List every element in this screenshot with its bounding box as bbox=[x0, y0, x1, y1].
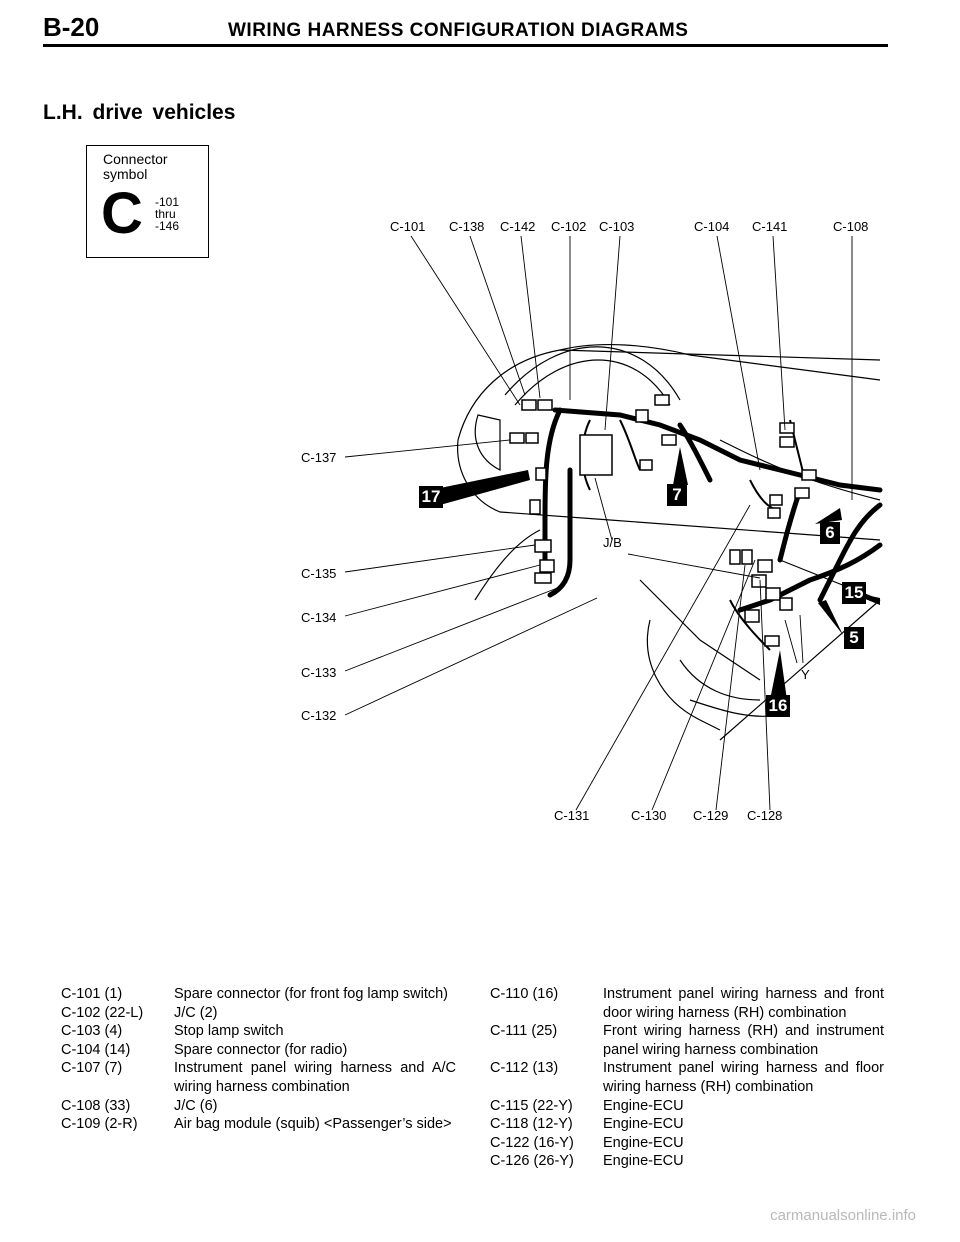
legend-row: C-108 (33) J/C (6) bbox=[61, 1097, 456, 1116]
label-c108: C-108 bbox=[833, 219, 869, 234]
label-c133: C-133 bbox=[301, 665, 337, 680]
legend-code: C-109 (2-R) bbox=[61, 1116, 138, 1133]
label-c129: C-129 bbox=[693, 808, 729, 823]
connector-symbol-letter: C bbox=[101, 181, 143, 246]
section-heading: L.H. drive vehicles bbox=[43, 101, 236, 124]
label-c142: C-142 bbox=[500, 219, 536, 234]
legend-code: C-126 (26-Y) bbox=[490, 1153, 574, 1170]
legend-left-column: C-101 (1) Spare connector (for front fog … bbox=[61, 985, 456, 1134]
label-c138: C-138 bbox=[449, 219, 485, 234]
page-title: WIRING HARNESS CONFIGURATION DIAGRAMS bbox=[228, 20, 689, 41]
legend-right-column: C-110 (16) Instrument panel wiring harnes… bbox=[490, 985, 884, 1171]
harness-bundles bbox=[542, 407, 883, 613]
range-start: -101 bbox=[155, 195, 180, 209]
legend-row: C-118 (12-Y) Engine-ECU bbox=[490, 1115, 884, 1134]
legend-description: Stop lamp switch bbox=[174, 1023, 284, 1040]
page-number: B-20 bbox=[43, 12, 100, 42]
legend-code: C-111 (25) bbox=[490, 1023, 558, 1040]
legend-code: C-104 (14) bbox=[61, 1041, 131, 1058]
label-c135: C-135 bbox=[301, 566, 337, 581]
legend-code: C-122 (16-Y) bbox=[490, 1134, 574, 1151]
marker-16: 16 bbox=[766, 695, 790, 717]
label-c102: C-102 bbox=[551, 219, 587, 234]
connector-symbol-box: Connector symbol C -101 thru -146 bbox=[86, 145, 209, 258]
range-thru: thru bbox=[155, 207, 176, 221]
legend-code: C-102 (22-L) bbox=[61, 1004, 144, 1021]
legend-row: C-115 (22-Y) Engine-ECU bbox=[490, 1097, 884, 1116]
legend-code: C-118 (12-Y) bbox=[490, 1116, 573, 1133]
connector-symbol-range: -101 thru -146 bbox=[155, 196, 179, 232]
legend-row: C-101 (1) Spare connector (for front fog … bbox=[61, 985, 456, 1004]
legend-description: Air bag module (squib) <Passenger’s side… bbox=[174, 1116, 452, 1133]
label-c130: C-130 bbox=[631, 808, 667, 823]
label-c101: C-101 bbox=[390, 219, 426, 234]
wiring-harness-diagram bbox=[344, 235, 883, 811]
label-c103: C-103 bbox=[599, 219, 635, 234]
label-c128: C-128 bbox=[747, 808, 783, 823]
marker-6: 6 bbox=[820, 522, 840, 544]
legend-row: C-111 (25) Front wiring harness (RH) and … bbox=[490, 1022, 884, 1059]
marker-5: 5 bbox=[844, 627, 864, 649]
legend-row: C-104 (14) Spare connector (for radio) bbox=[61, 1041, 456, 1060]
legend-description: J/C (2) bbox=[174, 1004, 218, 1021]
legend-row: C-112 (13) Instrument panel wiring harnes… bbox=[490, 1059, 884, 1096]
legend-description: Spare connector (for radio) bbox=[174, 1041, 348, 1058]
legend-description: Instrument panel wiring harness and A/C … bbox=[174, 1060, 456, 1095]
label-c141: C-141 bbox=[752, 219, 788, 234]
watermark: carmanualsonline.info bbox=[770, 1207, 916, 1224]
label-jb: J/B bbox=[603, 535, 622, 550]
leader-lines bbox=[344, 235, 853, 811]
dashboard-outline bbox=[457, 343, 881, 741]
legend-description: J/C (6) bbox=[174, 1097, 218, 1114]
connector-symbol-label: Connector symbol bbox=[103, 151, 168, 182]
marker-17: 17 bbox=[419, 486, 443, 508]
marker-15: 15 bbox=[842, 582, 866, 604]
connector-shapes bbox=[509, 394, 817, 647]
legend-code: C-112 (13) bbox=[490, 1060, 559, 1077]
legend-code: C-115 (22-Y) bbox=[490, 1097, 573, 1114]
label-c137: C-137 bbox=[301, 450, 337, 465]
legend-code: C-101 (1) bbox=[61, 986, 123, 1002]
label-c132: C-132 bbox=[301, 708, 337, 723]
legend-row: C-107 (7) Instrument panel wiring harness… bbox=[61, 1059, 456, 1096]
legend-description: Instrument panel wiring harness and floo… bbox=[603, 1060, 884, 1095]
legend-code: C-108 (33) bbox=[61, 1097, 131, 1114]
legend-description: Engine-ECU bbox=[603, 1097, 684, 1114]
header-rule bbox=[43, 44, 888, 47]
legend-description: Front wiring harness (RH) and instrument… bbox=[603, 1023, 884, 1058]
label-y: Y bbox=[801, 667, 810, 682]
label-c131: C-131 bbox=[554, 808, 590, 823]
legend-code: C-103 (4) bbox=[61, 1023, 123, 1040]
legend-row: C-126 (26-Y) Engine-ECU bbox=[490, 1152, 884, 1171]
marker-7: 7 bbox=[667, 484, 687, 506]
label-c134: C-134 bbox=[301, 610, 337, 625]
legend-description: Instrument panel wiring harness and fron… bbox=[603, 986, 884, 1021]
legend-row: C-102 (22-L) J/C (2) bbox=[61, 1004, 456, 1023]
marker-arrows bbox=[440, 447, 880, 700]
legend-row: C-109 (2-R) Air bag module (squib) <Passe… bbox=[61, 1115, 456, 1134]
legend-row: C-122 (16-Y) Engine-ECU bbox=[490, 1134, 884, 1153]
legend-row: C-110 (16) Instrument panel wiring harnes… bbox=[490, 985, 884, 1022]
legend-description: Engine-ECU bbox=[603, 1153, 684, 1170]
legend-code: C-110 (16) bbox=[490, 986, 559, 1002]
label-c104: C-104 bbox=[694, 219, 730, 234]
range-end: -146 bbox=[155, 219, 180, 233]
legend-description: Engine-ECU bbox=[603, 1134, 684, 1151]
legend-description: Engine-ECU bbox=[603, 1116, 684, 1133]
legend-code: C-107 (7) bbox=[61, 1060, 123, 1077]
legend-description: Spare connector (for front fog lamp swit… bbox=[174, 986, 449, 1002]
legend-row: C-103 (4) Stop lamp switch bbox=[61, 1022, 456, 1041]
